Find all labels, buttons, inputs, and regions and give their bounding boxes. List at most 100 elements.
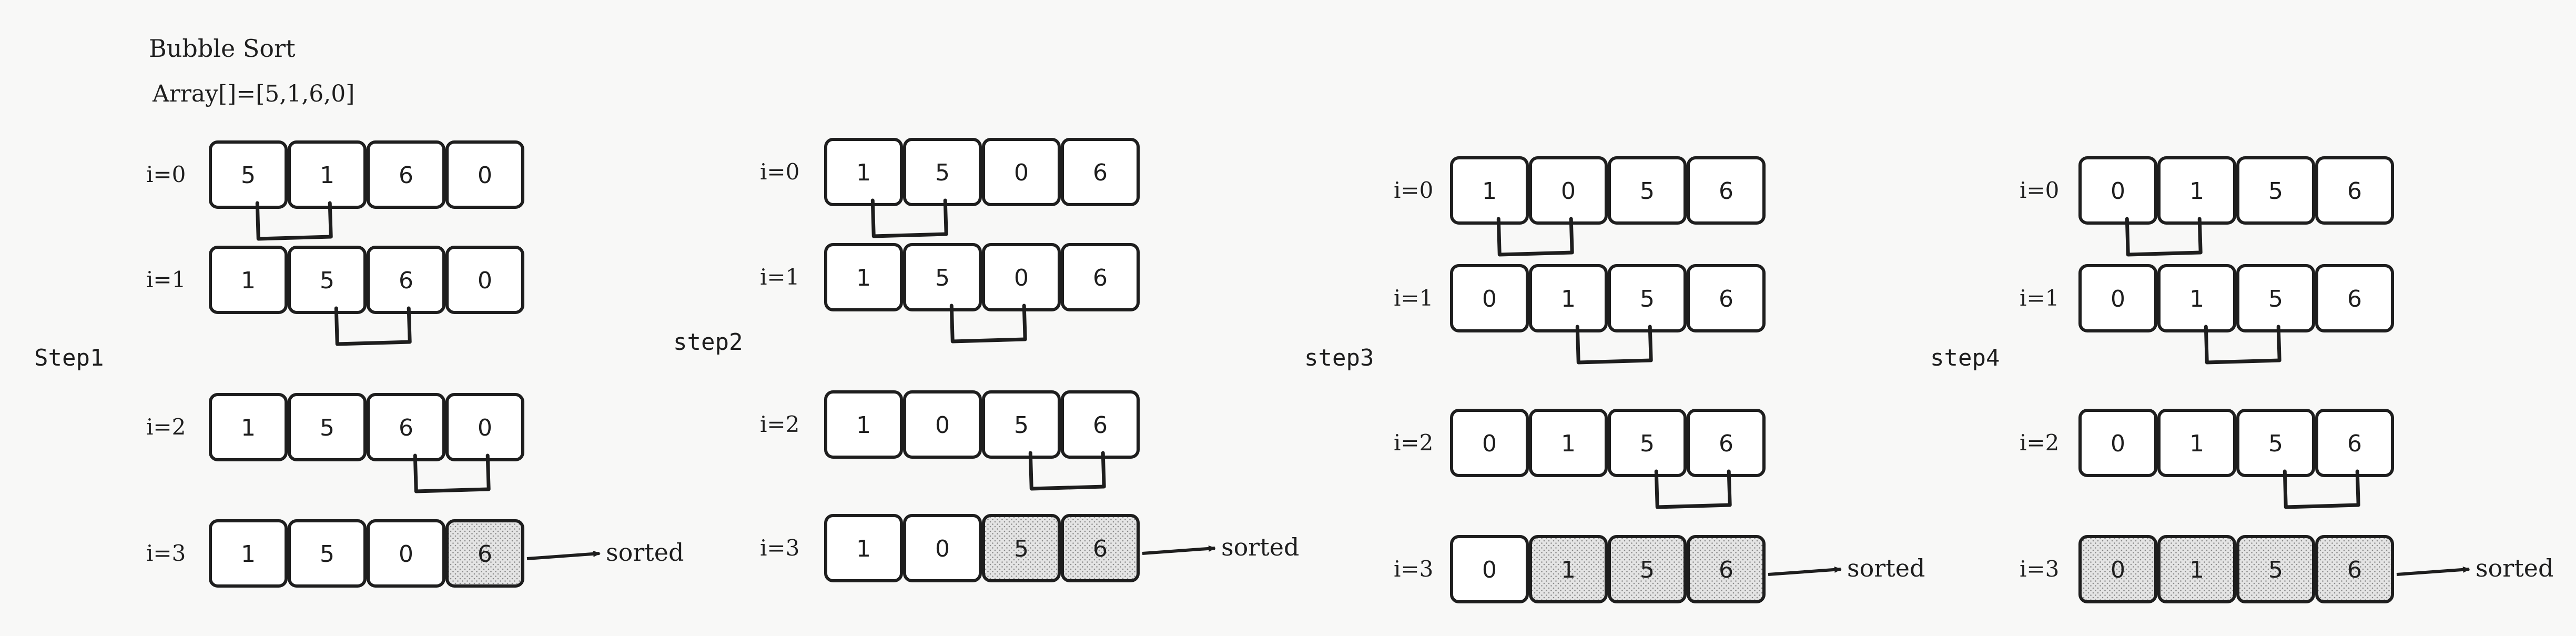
array-cell (1450, 264, 1529, 332)
array-cell (209, 393, 288, 461)
array-cell-value: 1 (856, 536, 871, 562)
array-cell-value: 0 (935, 536, 950, 562)
array-cell (903, 390, 982, 459)
row-label: i=0 (146, 161, 186, 187)
array-cell-value: 0 (478, 162, 492, 189)
array-cell-value: 6 (2347, 557, 2362, 583)
step-label: step3 (1304, 345, 1374, 371)
array-cell (982, 243, 1061, 311)
array-cell-value: 1 (1561, 557, 1576, 583)
array-cell (1061, 138, 1140, 206)
row-label: i=2 (2020, 430, 2059, 456)
array-cell-value: 5 (320, 541, 334, 568)
compare-bracket (2204, 325, 2281, 365)
array-cell-sorted (1687, 535, 1766, 603)
array-cell-value: 5 (1640, 557, 1655, 583)
array-cell-value: 1 (2189, 557, 2204, 583)
array-cell-value: 1 (2189, 286, 2204, 312)
array-cell-value: 5 (320, 267, 334, 294)
array-cell-value: 1 (241, 415, 256, 441)
array-cell-value: 5 (1640, 430, 1655, 457)
row-label: i=0 (1394, 177, 1433, 203)
array-cell (982, 390, 1061, 459)
array-cell (1529, 264, 1608, 332)
array-cell (1061, 243, 1140, 311)
array-cell (2078, 156, 2157, 225)
row-label: i=3 (1394, 556, 1433, 582)
array-cell-value: 1 (856, 265, 871, 291)
sorted-arrow (2396, 566, 2470, 576)
compare-bracket (1496, 217, 1574, 257)
array-cell (982, 138, 1061, 206)
array-cell-value: 5 (320, 415, 334, 441)
array-cell (288, 140, 367, 209)
array-cell (1529, 409, 1608, 477)
array-cell (1687, 156, 1766, 225)
array-cell-sorted (1608, 535, 1687, 603)
array-cell-value: 6 (2347, 178, 2362, 205)
sorted-label: sorted (606, 538, 684, 567)
array-cell (2236, 264, 2315, 332)
array-cell-value: 5 (1014, 412, 1029, 439)
array-cell-value: 6 (1719, 557, 1733, 583)
sorted-label: sorted (2476, 554, 2553, 582)
array-cell (288, 246, 367, 314)
array-cell-value: 6 (1719, 178, 1733, 205)
sorted-label: sorted (1847, 554, 1925, 582)
array-cell (1687, 409, 1766, 477)
array-cell-value: 1 (856, 412, 871, 439)
compare-bracket (413, 453, 491, 493)
array-cell-value: 0 (935, 412, 950, 439)
array-cell-sorted (445, 519, 524, 588)
array-cell (1061, 390, 1140, 459)
array-cell (1608, 409, 1687, 477)
array-cell-value: 1 (2189, 178, 2204, 205)
row-label: i=0 (760, 159, 799, 185)
array-cell (2078, 264, 2157, 332)
array-cell-value: 1 (1561, 286, 1576, 312)
array-cell-sorted (982, 514, 1061, 582)
array-cell (1608, 156, 1687, 225)
array-cell (2315, 156, 2394, 225)
compare-bracket (2125, 217, 2203, 257)
step-label: step2 (673, 329, 743, 356)
array-cell (1450, 156, 1529, 225)
diagram-title: Bubble Sort (149, 34, 296, 63)
array-cell-value: 0 (1014, 265, 1029, 291)
array-cell-value: 6 (1093, 536, 1108, 562)
array-cell (367, 519, 445, 588)
array-cell (209, 246, 288, 314)
array-cell-value: 5 (1640, 178, 1655, 205)
array-cell-sorted (2157, 535, 2236, 603)
array-cell-sorted (1529, 535, 1608, 603)
array-cell-value: 1 (241, 541, 256, 568)
sorted-arrow (526, 550, 601, 560)
array-cell-sorted (1061, 514, 1140, 582)
array-cell-value: 0 (2111, 286, 2125, 312)
array-cell-value: 0 (478, 267, 492, 294)
array-cell-value: 0 (1014, 159, 1029, 186)
array-cell-value: 6 (399, 162, 413, 189)
array-cell-value: 5 (2268, 178, 2283, 205)
row-label: i=1 (760, 264, 799, 290)
array-cell-value: 6 (2347, 430, 2362, 457)
array-cell-value: 1 (1482, 178, 1497, 205)
array-cell (903, 243, 982, 311)
step-label: Step1 (34, 345, 104, 371)
array-cell-value: 6 (1093, 159, 1108, 186)
array-cell (288, 519, 367, 588)
array-cell (367, 140, 445, 209)
array-cell-value: 6 (1093, 412, 1108, 439)
